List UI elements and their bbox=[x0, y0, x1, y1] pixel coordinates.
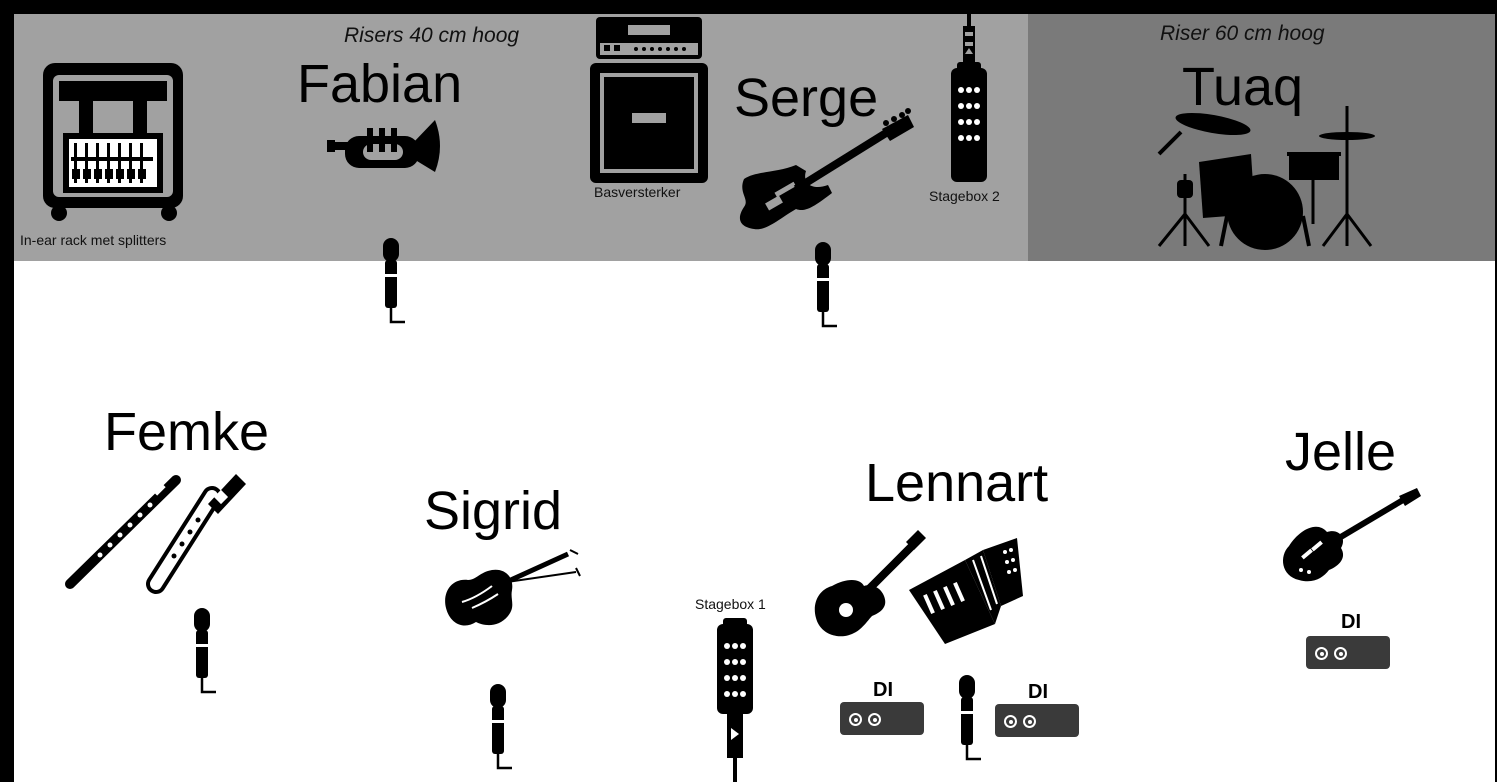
di-box-icon bbox=[995, 704, 1079, 737]
jack-icon bbox=[1023, 715, 1036, 728]
di-box-icon bbox=[840, 702, 924, 735]
musician-name-fabian: Fabian bbox=[297, 54, 463, 114]
jack-icon bbox=[1004, 715, 1017, 728]
trumpet-icon bbox=[327, 120, 440, 172]
recorder-icon bbox=[146, 474, 246, 594]
drum-kit-icon bbox=[1157, 106, 1375, 250]
musician-name-sigrid: Sigrid bbox=[424, 481, 563, 541]
musician-name-femke: Femke bbox=[104, 402, 270, 462]
stagebox-icon bbox=[717, 618, 753, 782]
musician-name-serge: Serge bbox=[734, 68, 879, 128]
stagebox1-label: Stagebox 1 bbox=[695, 596, 766, 612]
inear-rack-label: In-ear rack met splitters bbox=[20, 232, 167, 248]
microphone-icon bbox=[957, 673, 983, 761]
bass-guitar-icon bbox=[739, 108, 914, 230]
di-label-lennart-2: DI bbox=[1028, 681, 1048, 703]
road-case-icon bbox=[43, 63, 183, 221]
jack-icon bbox=[1334, 647, 1347, 660]
electric-guitar-icon bbox=[1283, 488, 1421, 582]
stagebox-icon bbox=[951, 14, 987, 182]
acoustic-guitar-icon bbox=[814, 530, 926, 637]
jack-icon bbox=[868, 713, 881, 726]
jack-icon bbox=[1315, 647, 1328, 660]
microphone-icon bbox=[813, 240, 839, 328]
bass-amp-label: Basversterker bbox=[594, 184, 681, 200]
microphone-icon bbox=[381, 236, 407, 324]
di-box-icon bbox=[1306, 636, 1390, 669]
riser-40-title: Risers 40 cm hoog bbox=[344, 24, 520, 47]
di-label-lennart-1: DI bbox=[873, 679, 893, 701]
amplifier-icon bbox=[590, 17, 708, 183]
jack-icon bbox=[849, 713, 862, 726]
stagebox2-label: Stagebox 2 bbox=[929, 188, 1000, 204]
musician-name-jelle: Jelle bbox=[1285, 422, 1397, 482]
musician-name-lennart: Lennart bbox=[865, 453, 1049, 513]
violin-icon bbox=[445, 549, 581, 626]
di-label-jelle: DI bbox=[1341, 611, 1361, 633]
riser-60-title: Riser 60 cm hoog bbox=[1160, 22, 1325, 45]
accordion-icon bbox=[909, 538, 1023, 644]
microphone-icon bbox=[192, 606, 218, 694]
stage-area: Risers 40 cm hoog Riser 60 cm hoog In-ea… bbox=[14, 14, 1495, 782]
microphone-icon bbox=[488, 682, 514, 770]
flute-icon bbox=[65, 475, 181, 589]
musician-name-tuaq: Tuaq bbox=[1182, 57, 1304, 117]
